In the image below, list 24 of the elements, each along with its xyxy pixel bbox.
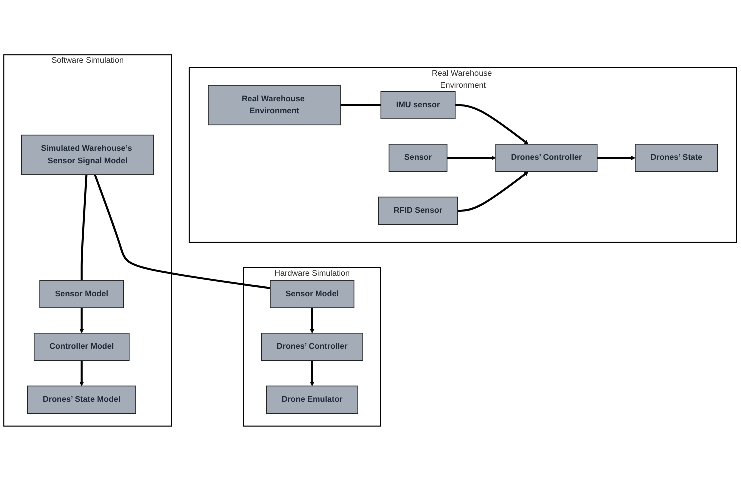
- node-box: Sensor Model: [40, 280, 124, 308]
- arrow: [455, 104, 529, 144]
- node-box: Sensor: [388, 144, 448, 172]
- arrow: [458, 171, 529, 212]
- node-box: Drones’ Controller: [496, 144, 598, 172]
- node-box: Drones’ State: [635, 144, 718, 172]
- node-box: Real Warehouse Environment: [208, 84, 341, 126]
- connector: [94, 174, 271, 290]
- node-box: Simulated Warehouse’s Sensor Signal Model: [21, 134, 154, 176]
- node-box: Controller Model: [34, 332, 130, 361]
- node-box: Drone Emulator: [266, 386, 358, 414]
- connector: [340, 104, 382, 106]
- arrow: [310, 308, 315, 334]
- node-box: RFID Sensor: [378, 196, 458, 225]
- node-box: Sensor Model: [270, 280, 355, 308]
- node-box: Drones’ Controller: [261, 332, 364, 361]
- connector: [80, 174, 88, 280]
- node-box: IMU sensor: [380, 91, 456, 120]
- arrow: [447, 156, 496, 160]
- node-box: Drones’ State Model: [27, 386, 136, 414]
- arrow: [80, 308, 84, 334]
- arrow: [597, 156, 636, 160]
- arrow: [80, 360, 84, 386]
- arrow: [310, 360, 315, 386]
